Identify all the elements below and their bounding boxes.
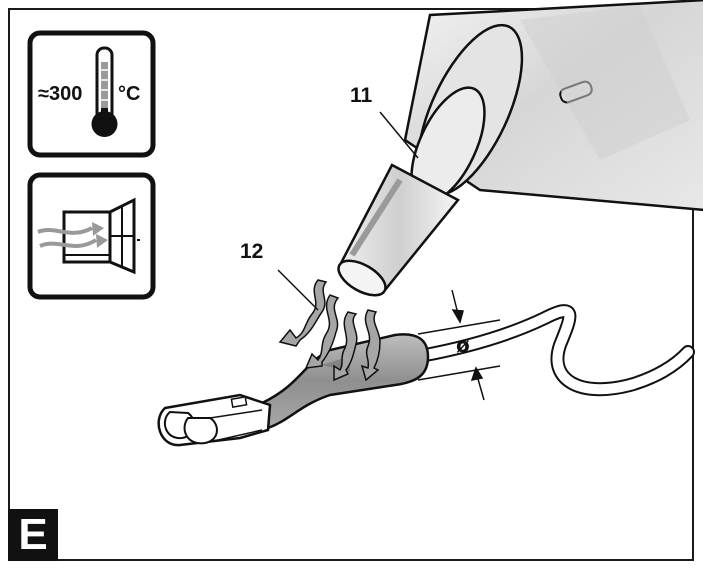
cable bbox=[413, 304, 695, 397]
figure-tag: E bbox=[8, 509, 58, 561]
ventilation-icon-box bbox=[27, 172, 156, 300]
ventilation-window-icon bbox=[37, 197, 140, 275]
flat-connector bbox=[157, 393, 272, 447]
temperature-unit: °C bbox=[118, 83, 141, 105]
nozzle bbox=[337, 163, 460, 297]
callout-11: 11 bbox=[350, 84, 373, 107]
temperature-value: ≈300 bbox=[38, 83, 83, 105]
diameter-symbol: ø bbox=[456, 333, 470, 357]
temperature-icon-box bbox=[27, 30, 156, 158]
heat-gun bbox=[403, 0, 703, 212]
callout-12: 12 bbox=[240, 240, 264, 263]
diameter-dimension bbox=[417, 289, 501, 401]
thermometer-icon bbox=[91, 46, 118, 137]
leader-line-11 bbox=[379, 111, 419, 159]
leader-line-12 bbox=[277, 269, 319, 311]
